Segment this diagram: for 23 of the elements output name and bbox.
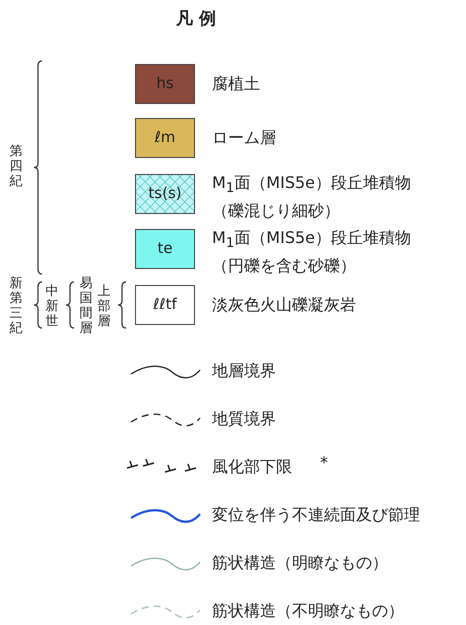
legend-text: 筋状構造（不明瞭なもの） xyxy=(212,600,404,622)
era-label: 第四紀 xyxy=(9,144,23,189)
footnote-mark: * xyxy=(320,452,328,474)
legend-text: 腐植土 xyxy=(212,73,261,95)
unit-code: ℓℓtf xyxy=(152,295,178,313)
legend-text: 風化部下限 xyxy=(212,456,292,478)
unit-code: te xyxy=(156,239,174,257)
legend-text: 淡灰色火山礫凝灰岩 xyxy=(212,294,357,316)
legend-text: 筋状構造（明瞭なもの） xyxy=(212,552,388,574)
legend-text: M$_{1}$面（MIS5e）段丘堆積物（円礫を含む砂礫） xyxy=(212,227,412,278)
legend-title: 凡 例 xyxy=(176,8,216,30)
legend-text: ローム層 xyxy=(212,127,277,149)
legend-text: 地層境界 xyxy=(212,360,276,382)
legend-text: 変位を伴う不連続面及び節理 xyxy=(212,504,420,526)
legend-text: 地質境界 xyxy=(212,408,276,430)
unit-code: hs xyxy=(155,74,175,92)
unit-code: ℓm xyxy=(154,128,176,146)
formation-label: 易国間層 xyxy=(79,276,93,336)
legend-text: M$_{1}$面（MIS5e）段丘堆積物（礫混じり細砂） xyxy=(212,172,412,222)
epoch-label: 中新世 xyxy=(45,284,59,329)
era-label: 新第三紀 xyxy=(9,276,23,336)
unit-code: ts(s) xyxy=(147,184,183,202)
member-label: 上部層 xyxy=(97,284,111,329)
